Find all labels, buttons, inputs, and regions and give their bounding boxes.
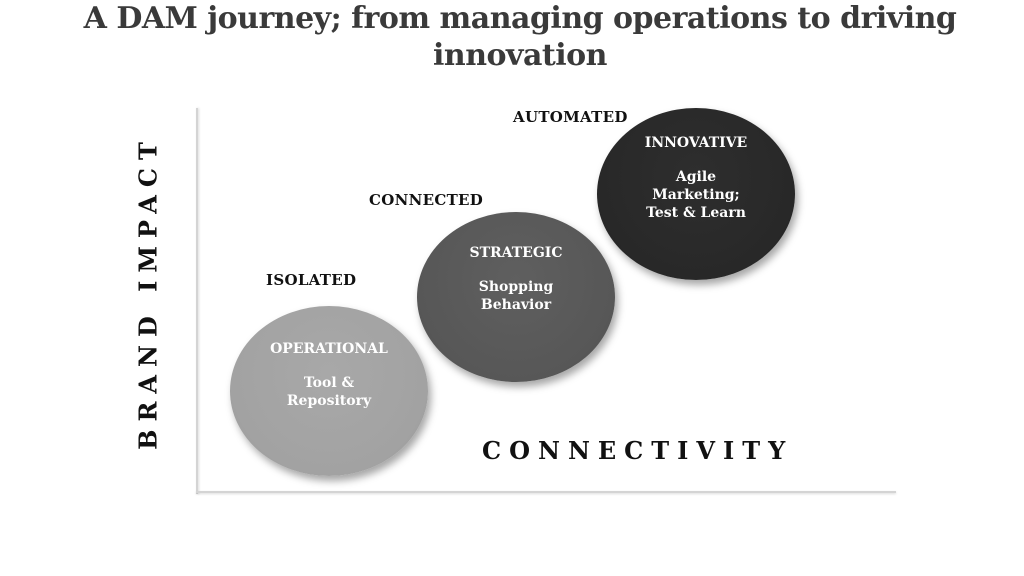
circle-operational-title: OPERATIONAL [270,341,388,357]
x-axis-label: CONNECTIVITY [482,436,794,465]
circle-innovative-title: INNOVATIVE [644,135,748,151]
circle-operational: OPERATIONAL Tool & Repository [230,306,428,476]
slide-title: A DAM journey; from managing operations … [83,1,957,73]
circle-strategic-desc: Shopping Behavior [478,279,554,313]
x-axis-line [196,491,896,493]
circle-innovative: INNOVATIVE Agile Marketing; Test & Learn [597,108,795,280]
circle-innovative-desc: Agile Marketing; Test & Learn [646,169,746,221]
circle-operational-desc: Tool & Repository [286,375,372,409]
stage-label-isolated: ISOLATED [266,271,357,289]
stage-label-automated: AUTOMATED [513,108,628,126]
circle-strategic-title: STRATEGIC [469,245,563,261]
y-axis-label: BRAND IMPACT [133,134,163,450]
circle-strategic: STRATEGIC Shopping Behavior [417,212,615,382]
y-axis-line [196,108,198,494]
stage-label-connected: CONNECTED [369,191,484,209]
